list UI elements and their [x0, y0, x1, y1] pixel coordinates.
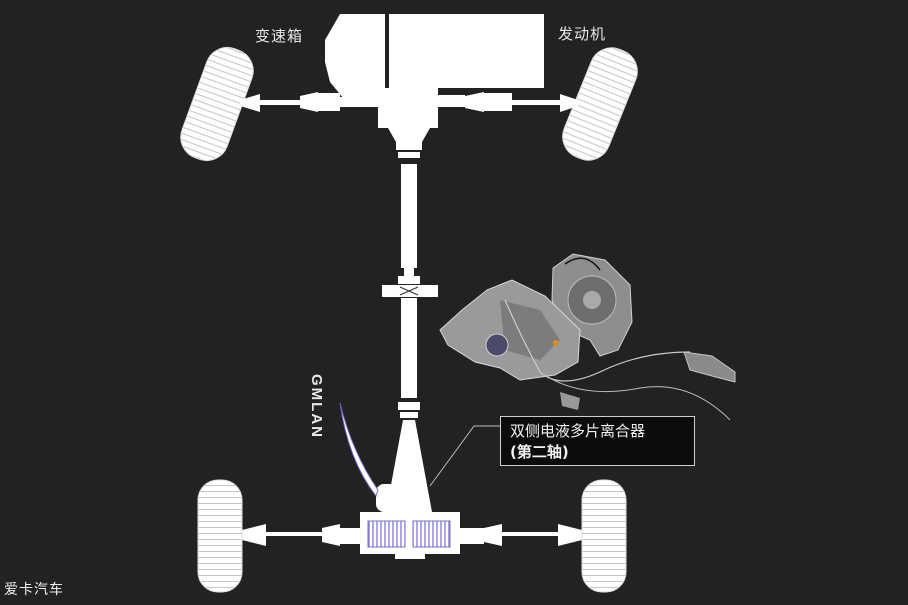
front-left-wheel [180, 46, 254, 162]
front-right-halfshaft [435, 92, 578, 112]
watermark: 爱卡汽车 [4, 582, 64, 598]
front-right-wheel [562, 47, 638, 161]
propeller-shaft [382, 164, 438, 418]
power-take-off-unit [388, 128, 430, 158]
rear-drive-unit-render [439, 253, 736, 421]
engine [389, 14, 544, 88]
rear-right-wheel [581, 479, 627, 593]
gmlan-label: GMLAN [308, 374, 325, 439]
engine-label: 发动机 [558, 25, 607, 43]
shaft-coupling-marks [399, 286, 419, 296]
callout-line-1: 双侧电液多片离合器 [510, 422, 646, 440]
clutch-callout-box: 双侧电液多片离合器 (第二轴) [500, 416, 695, 466]
clutch-pack-right [412, 520, 451, 548]
callout-leader [429, 425, 500, 487]
gmlan-wire [339, 402, 379, 498]
rear-right-halfshaft [458, 524, 582, 546]
rear-left-halfshaft [242, 524, 362, 546]
clutch-pack-left [367, 520, 406, 548]
callout-line-2: (第二轴) [510, 443, 569, 461]
gearbox-label: 变速箱 [255, 27, 304, 45]
gearbox [325, 14, 438, 128]
rear-left-wheel [197, 479, 243, 593]
